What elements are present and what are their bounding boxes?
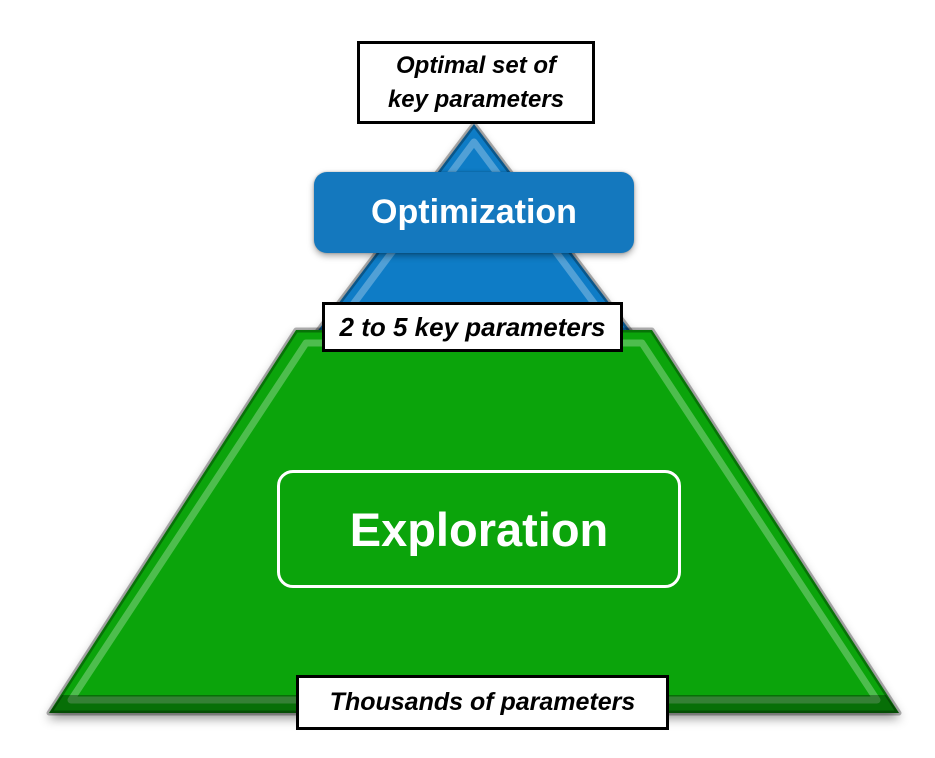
apex-callout-line2: key parameters xyxy=(387,85,565,113)
pyramid-bottom-segment xyxy=(46,327,902,716)
optimization-badge-label: Optimization xyxy=(371,193,577,231)
apex-callout-line1: Optimal set of xyxy=(395,51,557,79)
exploration-badge: Exploration xyxy=(277,470,681,588)
green-trapezoid-shape xyxy=(49,330,899,713)
apex-callout: Optimal set of key parameters xyxy=(357,41,595,124)
middle-callout: 2 to 5 key parameters xyxy=(322,302,623,352)
exploration-badge-label: Exploration xyxy=(349,502,609,556)
base-callout-text: Thousands of parameters xyxy=(329,688,636,716)
optimization-badge: Optimization xyxy=(314,172,634,253)
middle-callout-text: 2 to 5 key parameters xyxy=(339,311,606,342)
base-callout: Thousands of parameters xyxy=(296,675,669,730)
